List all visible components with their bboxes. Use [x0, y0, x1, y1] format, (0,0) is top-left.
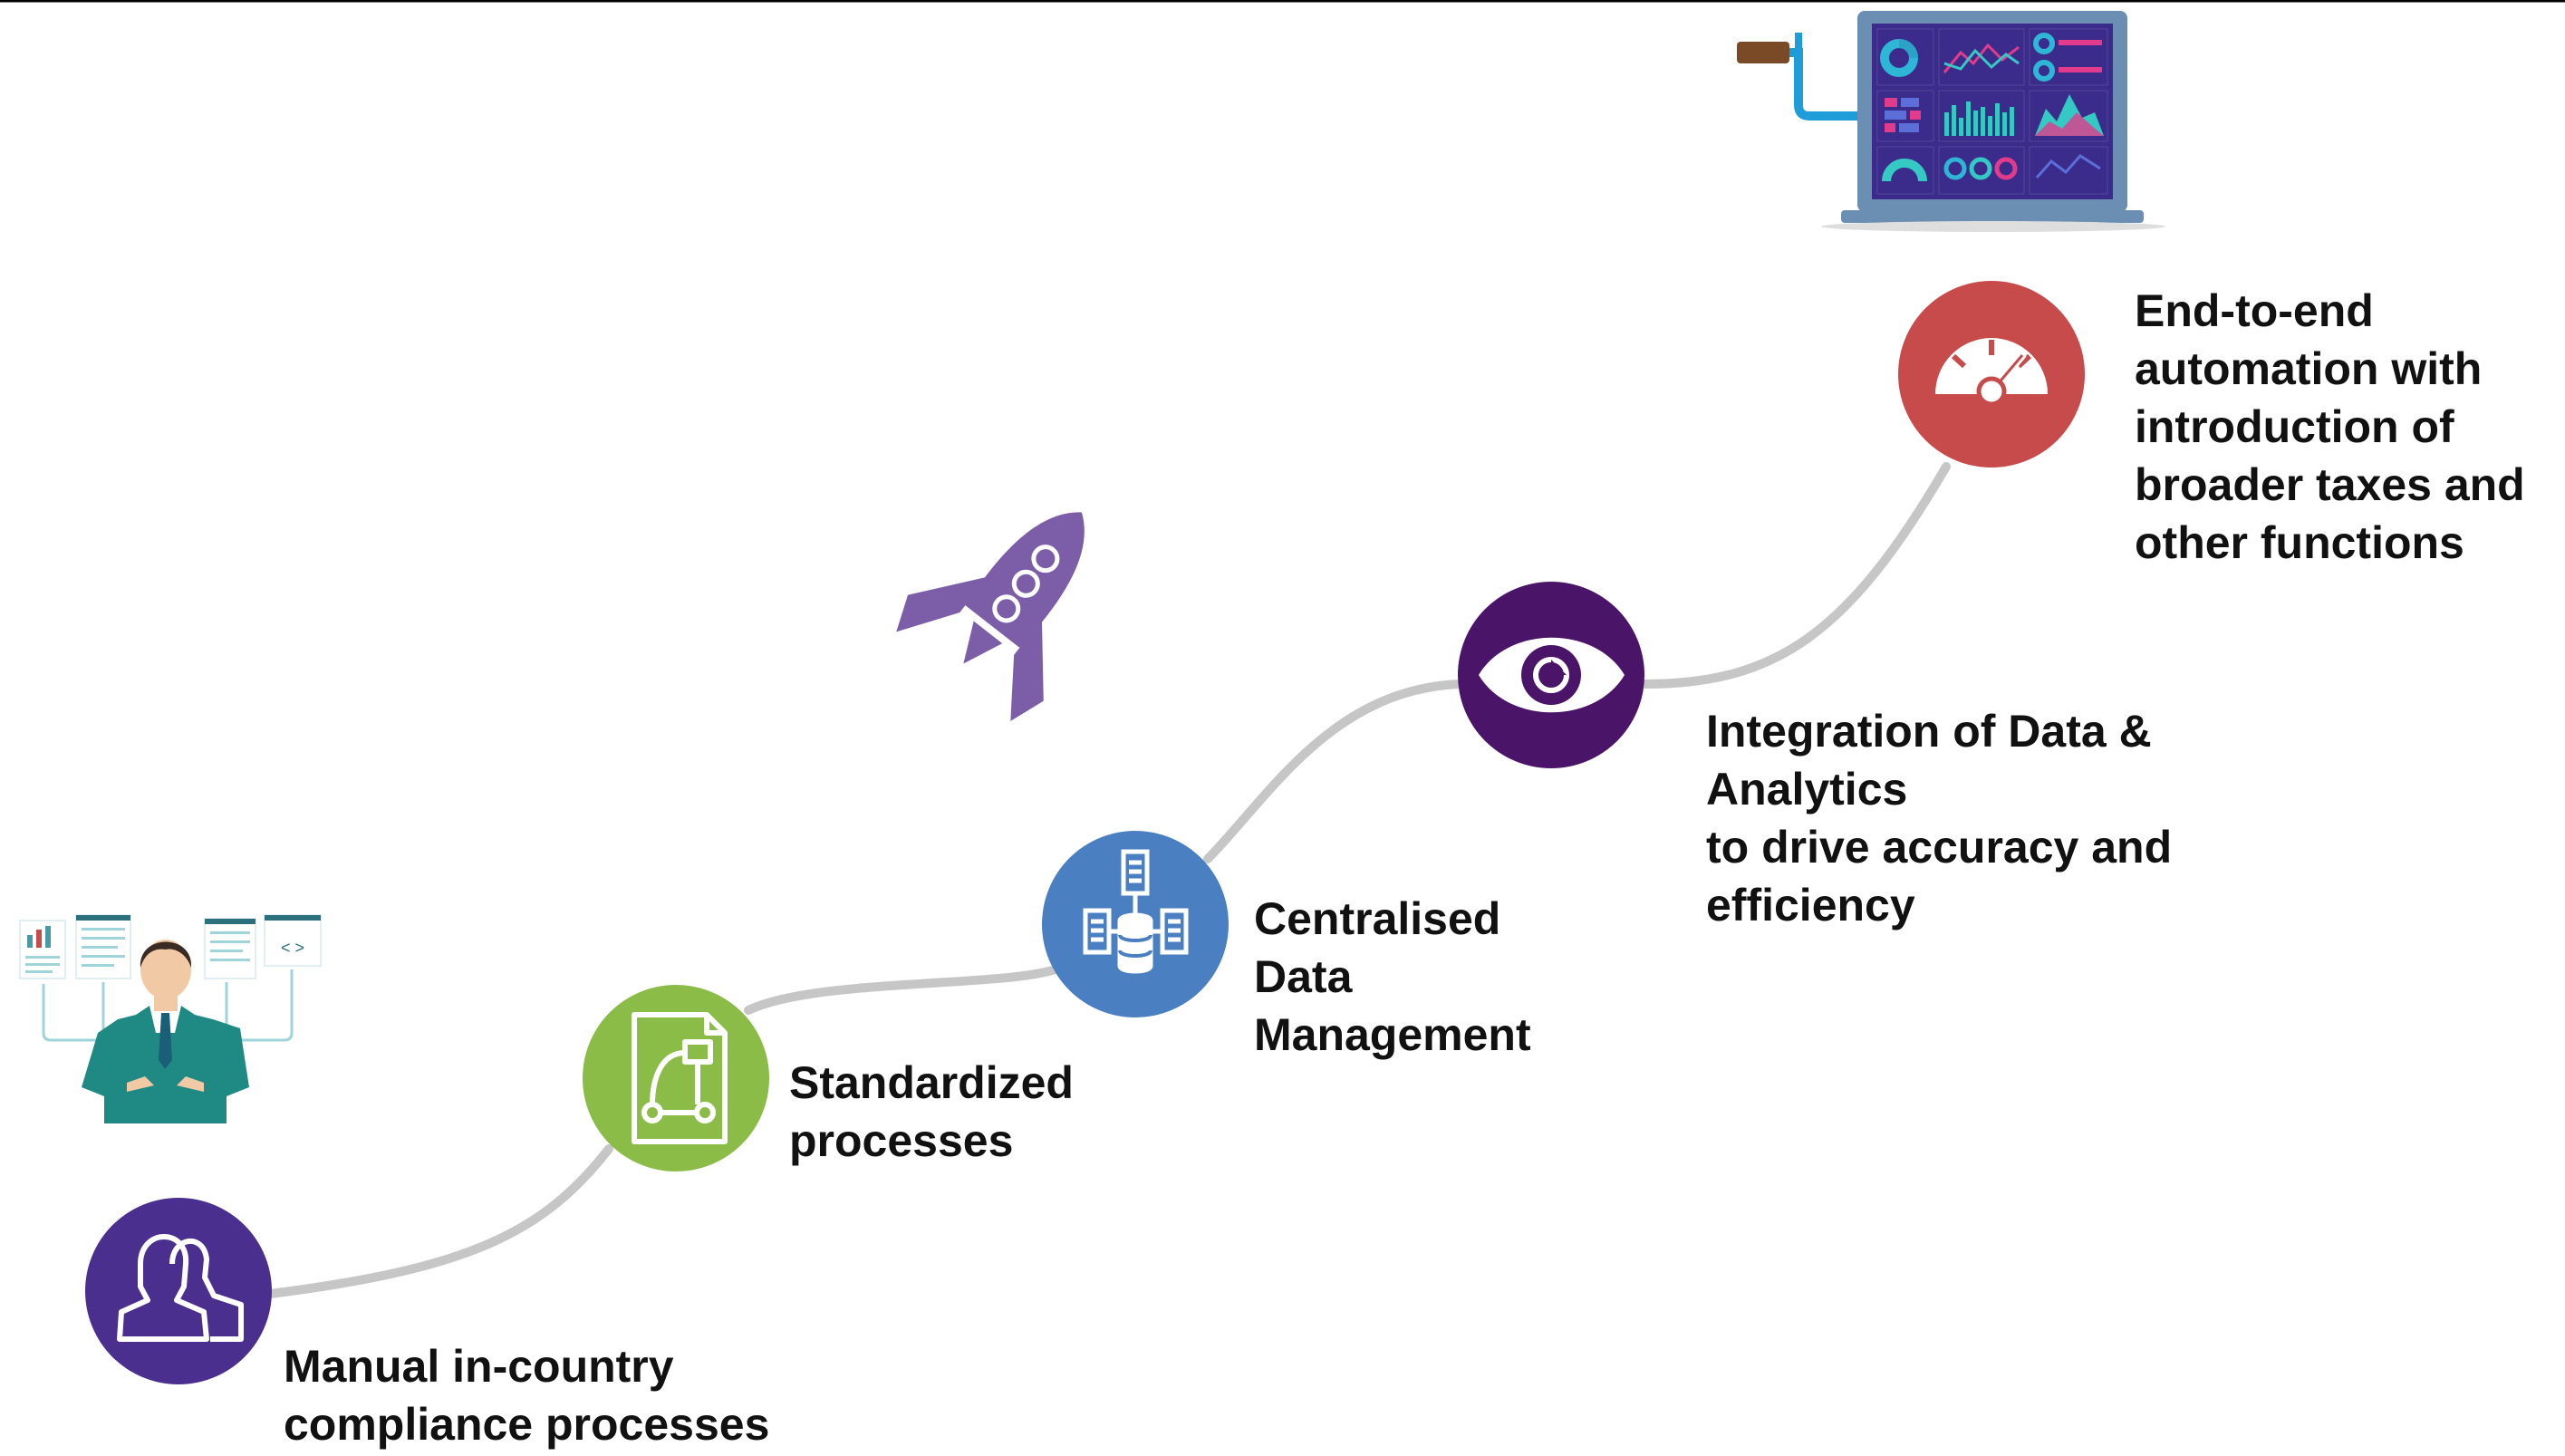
step-label-4: Integration of Data & Analytics to drive… — [1706, 702, 2172, 934]
step-label-1: Manual in-country compliance processes — [284, 1337, 769, 1453]
speedometer-icon — [1935, 338, 2048, 407]
people-icon — [117, 1234, 244, 1342]
step-label-2-line-2: processes — [789, 1115, 1014, 1166]
roadmap-path — [265, 462, 1951, 1298]
step-label-5: End-to-end automation with introduction … — [2135, 282, 2525, 572]
step-circle-1 — [85, 1198, 272, 1384]
step-circle-3 — [1042, 831, 1229, 1017]
step-label-4-line-4: efficiency — [1706, 880, 1915, 930]
step-label-3-line-2: Data — [1254, 951, 1353, 1002]
step-circle-5 — [1898, 281, 2085, 468]
step-label-4-line-3: to drive accuracy and — [1706, 822, 2173, 873]
svg-text:< >: < > — [281, 939, 304, 957]
step-label-5-line-1: End-to-end — [2135, 285, 2374, 336]
step-label-3-line-1: Centralised — [1254, 893, 1501, 944]
step-label-2: Standardized processes — [789, 1054, 1074, 1170]
step-label-5-line-5: other functions — [2135, 517, 2464, 568]
process-document-icon — [632, 1012, 728, 1144]
businessman-with-reports-icon: < > — [19, 914, 322, 1123]
dashboard-laptop-icon — [1737, 11, 2165, 232]
step-label-1-line-1: Manual in-country — [284, 1341, 674, 1392]
step-label-3: Centralised Data Management — [1254, 890, 1531, 1064]
step-label-5-line-3: introduction of — [2135, 401, 2454, 452]
eye-icon — [1479, 637, 1625, 713]
step-label-5-line-4: broader taxes and — [2135, 459, 2525, 510]
step-label-4-line-1: Integration of Data & — [1706, 706, 2152, 757]
step-circle-4 — [1458, 582, 1644, 768]
database-server-icon — [1083, 849, 1189, 974]
step-label-3-line-3: Management — [1254, 1009, 1531, 1060]
step-circle-2 — [583, 985, 769, 1172]
step-label-1-line-2: compliance processes — [284, 1399, 770, 1450]
step-label-2-line-1: Standardized — [789, 1057, 1074, 1108]
rocket-icon — [896, 512, 1085, 721]
step-label-5-line-2: automation with — [2135, 343, 2483, 394]
step-label-4-line-2: Analytics — [1706, 764, 1908, 815]
